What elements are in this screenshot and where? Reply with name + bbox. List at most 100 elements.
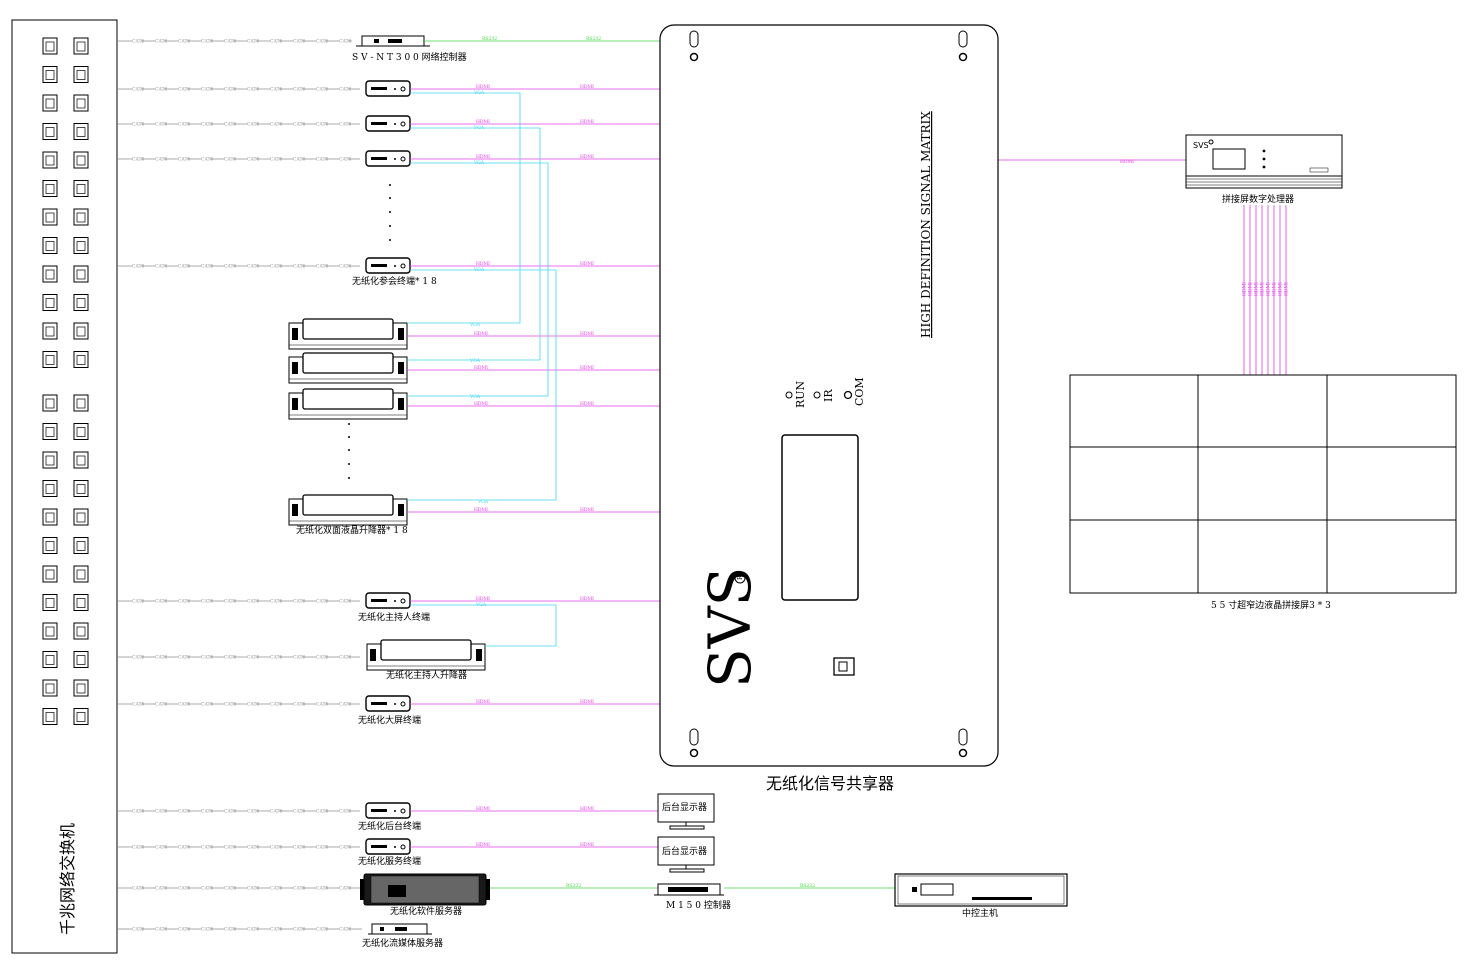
terminal-box [365, 115, 411, 132]
streaming-server [368, 923, 432, 935]
cable-label: HDMI [1272, 282, 1278, 296]
cable-label: HDMI [1254, 282, 1260, 296]
cable-label: CAT6 [155, 122, 167, 128]
central-host-label: 中控主机 [962, 907, 998, 919]
cable-label: HDMI [474, 507, 488, 513]
led-com: COM [853, 377, 866, 406]
cable-label: CAT6 [270, 655, 282, 661]
cable-label: CAT6 [155, 702, 167, 708]
svg-text:R: R [737, 575, 744, 580]
cable-label: HDMI [580, 507, 594, 513]
backstage-terminal-label: 无纸化后台终端 [358, 820, 421, 832]
cable-label: CAT6 [201, 702, 213, 708]
central-host: 中控主机 [894, 873, 1068, 919]
big-screen-terminal-label: 无纸化大屏终端 [358, 714, 421, 726]
lift-label: 无纸化双面液晶升降器* 1 8 [296, 524, 408, 536]
cable: HDMI [407, 331, 660, 337]
cable-label: CAT6 [224, 886, 236, 892]
cable-label: CAT6 [316, 809, 328, 815]
cable-label: HDMI [474, 365, 488, 371]
cable-label: CAT6 [247, 886, 259, 892]
switch-port [73, 394, 89, 412]
switch-port [73, 294, 89, 311]
switch-ports [42, 37, 89, 725]
cable-label: CAT6 [339, 655, 351, 661]
cable-label: CAT6 [339, 927, 351, 933]
switch-port [73, 451, 89, 469]
cable-label: HDMI [580, 806, 594, 812]
cable-label: CAT6 [316, 39, 328, 45]
cable-label: HDMI [474, 331, 488, 337]
cable-label: CAT6 [270, 122, 282, 128]
cable-label: CAT6 [316, 655, 328, 661]
matrix-label: 无纸化信号共享器 [766, 774, 894, 793]
cable-label: CAT6 [316, 264, 328, 270]
vga-cable [407, 92, 521, 324]
video-wall-label: 5 5 寸超窄边液晶拼接屏3 * 3 [1211, 599, 1331, 611]
switch-port [73, 151, 89, 169]
cable-label: CAT6 [178, 599, 190, 605]
vga-cable [407, 162, 549, 397]
ellipsis-dots [348, 184, 391, 479]
cable-label: CAT6 [132, 87, 144, 93]
cable-label: CAT6 [293, 264, 305, 270]
switch-port [73, 180, 89, 197]
cable-label: CAT6 [132, 655, 144, 661]
switch-port [42, 123, 58, 140]
monitor-2-label: 后台显示器 [662, 845, 707, 857]
cable-label: HDMI [476, 84, 490, 90]
cable-label: HDMI [580, 154, 594, 160]
cable-label: CAT6 [224, 702, 236, 708]
signal-cables: RS232 RS232 HDMI HDMI HDMI HDMI HDMI HDMI HDMI HD… [407, 36, 1290, 889]
switch-port [42, 66, 58, 83]
cable-label: HDMI [476, 842, 490, 848]
switch-port [42, 508, 58, 526]
nt300-controller: S V - N T 3 0 0 网络控制器 [352, 35, 467, 63]
vga-cable [407, 269, 557, 501]
cable-label: CAT6 [293, 702, 305, 708]
cable-label: CAT6 [201, 87, 213, 93]
cable-label: HDMI [580, 84, 594, 90]
cable-label: CAT6 [316, 927, 328, 933]
switch-port [42, 708, 58, 725]
matrix-vertical-label: HIGH DEFINITION SIGNAL MATRIX [919, 111, 933, 338]
cable-label: CAT6 [224, 809, 236, 815]
cable-label: CAT6 [270, 87, 282, 93]
switch-port [73, 651, 89, 668]
switch-port [42, 651, 58, 668]
led-run: RUN [794, 380, 807, 408]
cable-label: CAT6 [270, 39, 282, 45]
power-switch[interactable] [833, 657, 855, 676]
cable-label: CAT6 [178, 927, 190, 933]
cable-label: CAT6 [270, 927, 282, 933]
cable-label: CAT6 [224, 264, 236, 270]
led-ir: IR [822, 389, 835, 402]
cable-label: CAT6 [178, 702, 190, 708]
software-server-label: 无纸化软件服务器 [390, 905, 462, 917]
wall-cable: HDMI [1272, 205, 1278, 375]
splicing-processor: SVS 拼接屏数字处理器 [1185, 134, 1343, 205]
cable: RS232 [724, 883, 895, 889]
cable-label: CAT6 [293, 845, 305, 851]
cable-label: CAT6 [270, 886, 282, 892]
cable-label: CAT6 [132, 927, 144, 933]
switch-port [42, 679, 58, 697]
cable-label: RS232 [566, 883, 581, 889]
cable-label: CAT6 [155, 927, 167, 933]
cable-label: CAT6 [293, 157, 305, 163]
m150-controller: M 1 5 0 控制器 [654, 883, 731, 911]
terminal-box [365, 802, 411, 819]
cable: HDMI [407, 365, 660, 371]
cable-label: CAT6 [293, 599, 305, 605]
switch-port [73, 679, 89, 697]
cable-label: CAT6 [155, 264, 167, 270]
cable-label: CAT6 [155, 845, 167, 851]
cable-label: CAT6 [339, 845, 351, 851]
cable-label: CAT6 [155, 655, 167, 661]
cable-label: CAT6 [132, 809, 144, 815]
cable: HDMI [410, 84, 660, 90]
backstage-monitor-1: 后台显示器 [657, 793, 715, 830]
